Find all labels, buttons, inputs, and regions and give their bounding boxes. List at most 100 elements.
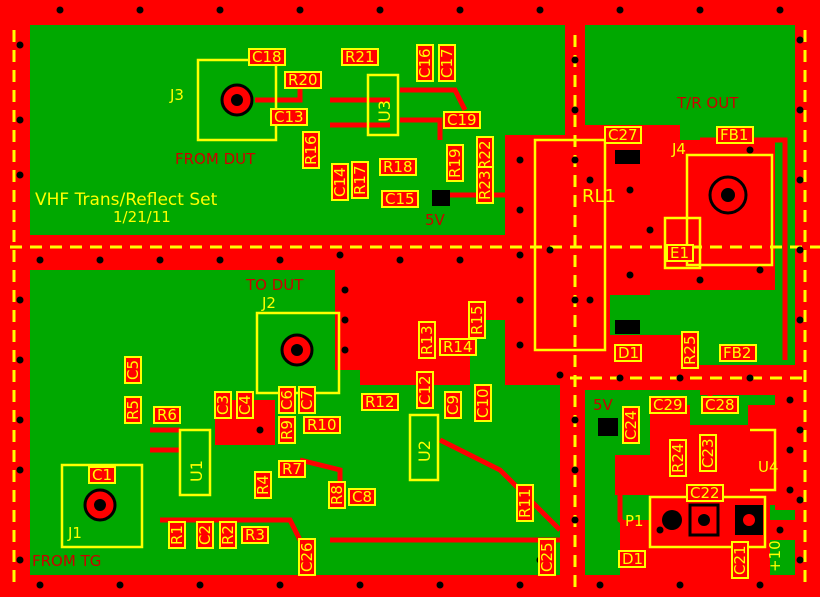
via — [456, 6, 464, 14]
label-r19: R19 — [446, 148, 464, 178]
via — [796, 176, 804, 184]
label-r25: R25 — [681, 335, 699, 365]
pad-c21 — [731, 541, 749, 579]
label-j3: J3 — [169, 86, 184, 104]
via — [536, 6, 544, 14]
label-c12: C12 — [416, 375, 434, 405]
via — [571, 466, 579, 474]
label-r20: R20 — [288, 71, 318, 89]
substrate-right-upper — [585, 25, 795, 365]
via — [516, 206, 524, 214]
j4-outline — [685, 153, 774, 267]
label-j2: J2 — [261, 294, 276, 312]
via — [696, 6, 704, 14]
pad-c12 — [416, 371, 434, 409]
pad-c13 — [270, 108, 308, 126]
pad-fb2 — [719, 344, 757, 362]
pad-r6 — [153, 406, 181, 424]
pad-c29 — [649, 396, 687, 414]
pad-c10 — [474, 384, 492, 422]
label-u3: U3 — [375, 100, 394, 122]
label-d1b: D1 — [622, 550, 643, 568]
via — [756, 266, 764, 274]
via — [516, 341, 524, 349]
via — [16, 171, 24, 179]
via — [786, 446, 794, 454]
label-d1a: D1 — [618, 344, 639, 362]
via — [36, 256, 44, 264]
pad-r19 — [446, 144, 464, 182]
pad-c19 — [443, 111, 481, 129]
via — [516, 251, 524, 259]
via — [376, 6, 384, 14]
via — [571, 416, 579, 424]
via — [436, 581, 444, 589]
label-r21: R21 — [345, 48, 375, 66]
via — [16, 116, 24, 124]
board-text: VHF Trans/Reflect Set 1/21/11 FROM DUT T… — [32, 86, 784, 572]
pad-c6 — [278, 386, 296, 414]
pad-c16 — [416, 44, 434, 82]
via — [796, 36, 804, 44]
label-r1: R1 — [168, 525, 186, 545]
pad-r23 — [476, 166, 494, 204]
label-c29: C29 — [653, 396, 683, 414]
via — [656, 526, 664, 534]
label-c3: C3 — [214, 395, 232, 415]
label-r3: R3 — [245, 526, 265, 544]
via — [796, 556, 804, 564]
label-c17: C17 — [438, 48, 456, 78]
via — [786, 396, 794, 404]
pad-c27 — [604, 126, 642, 144]
label-p1: P1 — [625, 512, 644, 530]
label-from-dut: FROM DUT — [175, 150, 256, 168]
label-c27: C27 — [608, 126, 638, 144]
via — [276, 256, 284, 264]
label-r23: R23 — [476, 170, 494, 200]
label-j4: J4 — [671, 140, 686, 158]
label-r10: R10 — [307, 416, 337, 434]
pad-c1 — [88, 466, 116, 484]
via — [396, 256, 404, 264]
pad-r17 — [351, 161, 369, 199]
pad-r8 — [328, 481, 346, 509]
vias — [16, 6, 804, 589]
label-c7: C7 — [298, 390, 316, 410]
label-c4: C4 — [236, 395, 254, 415]
via — [646, 226, 654, 234]
label-c9: C9 — [444, 395, 462, 415]
label-r22: R22 — [476, 140, 494, 170]
label-c2: C2 — [196, 525, 214, 545]
label-r13: R13 — [418, 325, 436, 355]
label-c19: C19 — [447, 111, 477, 129]
label-u4: U4 — [758, 458, 779, 476]
via — [571, 56, 579, 64]
via — [516, 581, 524, 589]
via — [256, 426, 264, 434]
label-r12: R12 — [365, 393, 395, 411]
label-c28: C28 — [705, 396, 735, 414]
via — [586, 176, 594, 184]
pad-c8 — [348, 488, 376, 506]
label-u1: U1 — [187, 460, 206, 482]
pad-c26 — [298, 538, 316, 576]
via — [456, 256, 464, 264]
pad-c18 — [248, 48, 286, 66]
label-r6: R6 — [157, 406, 177, 424]
via — [96, 256, 104, 264]
via — [746, 146, 754, 154]
pad-r2 — [219, 521, 237, 549]
via — [16, 41, 24, 49]
via — [571, 156, 579, 164]
u2-outline — [408, 413, 440, 482]
label-c24: C24 — [622, 410, 640, 440]
via — [516, 156, 524, 164]
via — [796, 426, 804, 434]
label-r8: R8 — [328, 485, 346, 505]
pad-c14 — [331, 163, 349, 201]
label-c5: C5 — [124, 360, 142, 380]
pad-r11 — [516, 484, 534, 522]
via — [746, 374, 754, 382]
via — [216, 6, 224, 14]
